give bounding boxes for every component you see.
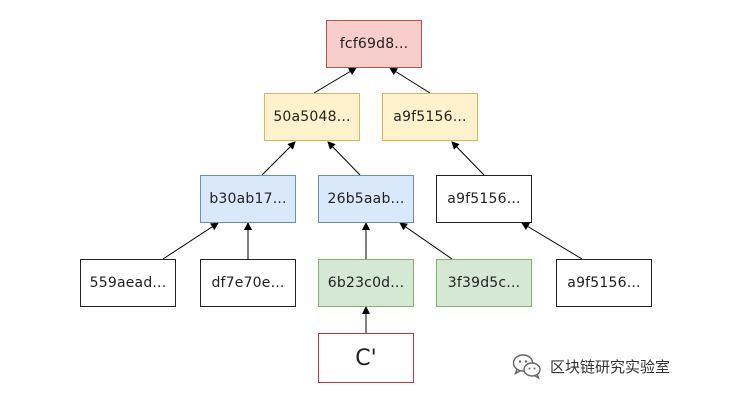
leaf-1-hash-label: 559aead... [89,275,167,291]
leaf-5-hash-node: a9f5156... [556,259,652,307]
watermark: 区块链研究实验室 [512,352,670,380]
leaf-3-hash-label: 6b23c0d... [327,275,405,291]
edge-leaf1-to-l2-a [162,222,219,260]
l2-a-hash-label: b30ab17... [209,191,287,207]
leaf-1-hash-node: 559aead... [80,259,176,307]
l2-a-hash-node: b30ab17... [200,175,296,223]
l2-b-hash-node: 26b5aab... [318,175,414,223]
leaf-2-hash-label: df7e70e... [211,275,285,291]
root-hash-node: fcf69d8... [326,20,422,68]
root-hash-label: fcf69d8... [339,36,409,52]
l1-right-hash-node: a9f5156... [382,93,478,141]
edge-leaf4-to-l2-b [399,222,453,260]
l1-left-hash-node: 50a5048... [264,93,360,141]
leaf-2-hash-node: df7e70e... [200,259,296,307]
l2-b-hash-label: 26b5aab... [327,191,405,207]
wechat-icon [512,354,541,380]
edge-l2-c-to-l1-right [451,141,485,176]
edge-l1-right-to-root [389,67,431,94]
edge-l2-b-to-l1-left [327,141,361,176]
l2-c-hash-label: a9f5156... [447,191,521,207]
watermark-text: 区块链研究实验室 [550,357,671,376]
modified-data-node: C' [318,333,414,383]
l1-right-hash-label: a9f5156... [393,109,467,125]
l2-c-hash-node: a9f5156... [436,175,532,223]
leaf-4-hash-label: 3f39d5c... [447,275,521,291]
modified-data-label: C' [355,345,377,371]
l1-left-hash-label: 50a5048... [273,109,351,125]
leaf-5-hash-label: a9f5156... [567,275,641,291]
edge-l1-left-to-root [313,67,357,94]
leaf-3-hash-node: 6b23c0d... [318,259,414,307]
edge-leaf5-to-l2-c [521,222,583,260]
edge-l2-a-to-l1-left [261,141,296,176]
leaf-4-hash-node: 3f39d5c... [436,259,532,307]
